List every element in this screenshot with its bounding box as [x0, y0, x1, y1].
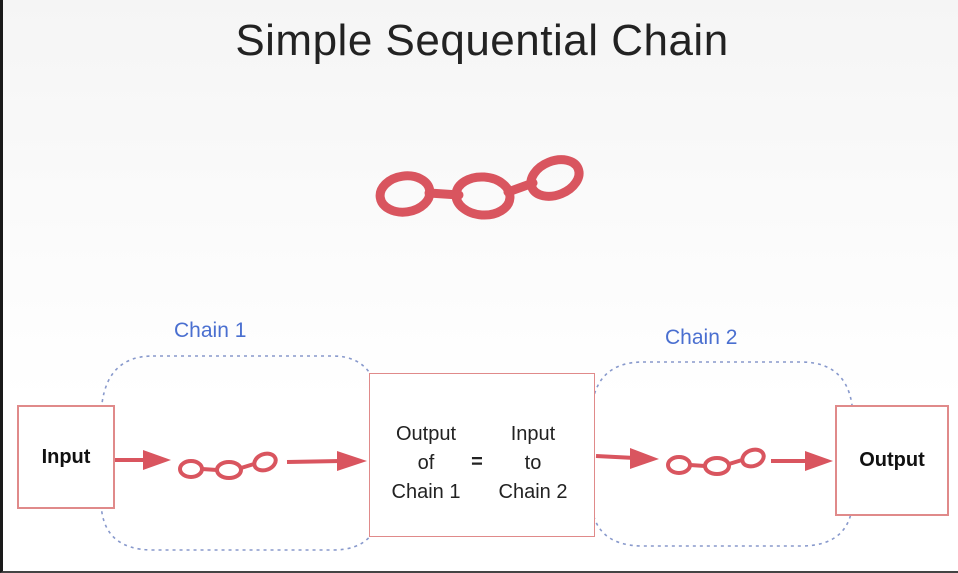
handoff-right-line: Chain 2 — [498, 481, 568, 503]
handoff-right-text: Input to Chain 2 — [484, 420, 582, 507]
input-label: Input — [41, 445, 91, 468]
output-node: Output — [835, 405, 949, 516]
input-node: Input — [17, 405, 115, 509]
handoff-left-line: of — [417, 452, 435, 474]
handoff-right-line: Input — [510, 423, 556, 445]
handoff-right-line: to — [524, 452, 542, 474]
handoff-left-line: Chain 1 — [391, 481, 461, 503]
chain-link-icon — [178, 451, 278, 480]
arrow-right-icon — [286, 451, 367, 471]
handoff-node: Output of Chain 1 = Input to Chain 2 — [369, 373, 595, 537]
chain1-label: Chain 1 — [174, 319, 247, 342]
arrow-right-icon — [771, 451, 833, 471]
equals-sign: = — [471, 451, 483, 473]
chain-link-icon — [375, 155, 584, 220]
diagram-graphics — [100, 355, 854, 551]
output-label: Output — [859, 449, 925, 471]
chain2-label: Chain 2 — [665, 326, 738, 349]
handoff-left-line: Output — [395, 423, 457, 445]
arrow-right-icon — [115, 450, 171, 470]
slide-title: Simple Sequential Chain — [235, 16, 729, 65]
arrow-right-icon — [595, 448, 659, 469]
chain-link-icon — [666, 447, 766, 476]
handoff-left-text: Output of Chain 1 — [382, 420, 470, 507]
